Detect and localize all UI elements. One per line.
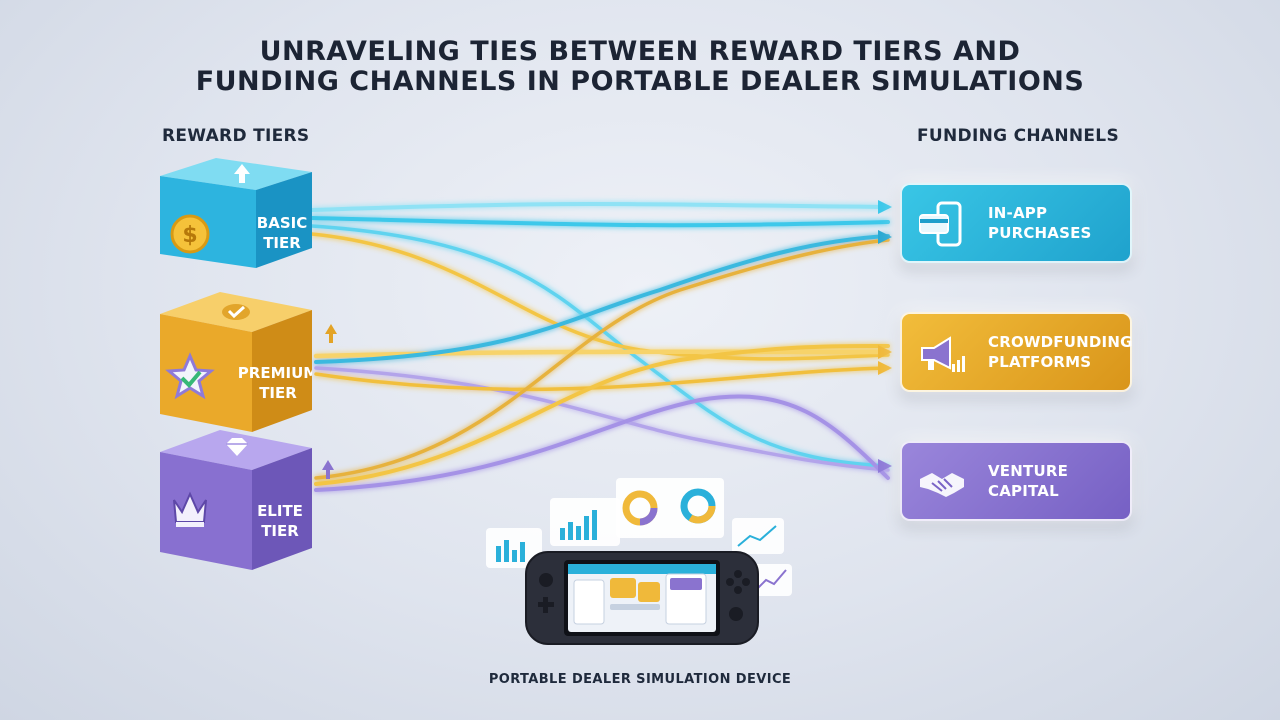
flow-premium-to-crowdfunding-2 <box>314 366 890 392</box>
svg-text:$: $ <box>182 223 197 248</box>
diamond-icon <box>226 438 248 456</box>
basic-tier-cube: $ BASIC TIER <box>160 158 312 268</box>
channel-in-app-line-2: PURCHASES <box>988 224 1092 242</box>
console-body <box>525 551 759 645</box>
flow-elite-to-inapp <box>314 238 890 480</box>
premium-tier-cube: PREMIUM TIER <box>160 292 312 432</box>
up-arrow-elite-icon <box>322 460 334 479</box>
flow-basic-to-inapp-2 <box>310 216 890 228</box>
flow-premium-to-inapp <box>314 234 890 364</box>
handheld-console-icon <box>486 478 792 645</box>
arrowhead-inapp-1 <box>878 200 892 214</box>
handshake-icon <box>920 473 964 497</box>
channel-crowdfunding-platforms: CROWDFUNDING PLATFORMS <box>900 312 1132 392</box>
elite-tier-line-1: ELITE <box>257 502 303 520</box>
arrowhead-venture <box>878 459 892 473</box>
channel-in-app-purchases: IN-APP PURCHASES <box>900 183 1132 263</box>
bar-chart-panel-left <box>486 528 542 568</box>
line-chart-panel-bottom <box>752 564 792 596</box>
arrowhead-inapp-2 <box>878 230 892 244</box>
device-caption: PORTABLE DEALER SIMULATION DEVICE <box>488 672 792 687</box>
phone-card-icon <box>919 201 962 247</box>
premium-tier-line-2: TIER <box>259 384 297 402</box>
basic-tier-line-2: TIER <box>263 234 301 252</box>
premium-tier-line-1: PREMIUM <box>238 364 312 382</box>
flow-premium-to-venture <box>314 366 890 472</box>
crown-icon <box>173 491 207 527</box>
channel-crowdfunding-line-1: CROWDFUNDING <box>988 333 1133 351</box>
flow-elite-to-crowdfunding <box>314 343 890 486</box>
channel-venture-capital: VENTURE CAPITAL <box>900 441 1132 521</box>
page-title-line-1: UNRAVELING TIES BETWEEN REWARD TIERS AND <box>259 36 1021 67</box>
up-arrow-premium-icon <box>325 324 337 343</box>
channel-venture-line-2: CAPITAL <box>988 482 1059 500</box>
star-check-icon <box>165 352 215 400</box>
up-arrow-icon <box>234 164 250 183</box>
channel-crowdfunding-line-2: PLATFORMS <box>988 353 1092 371</box>
bar-chart-panel-center <box>550 498 620 546</box>
flow-basic-to-venture <box>310 224 890 468</box>
reward-tiers-heading: REWARD TIERS <box>162 126 310 146</box>
arrowhead-crowdfunding-2 <box>878 361 892 375</box>
flow-basic-to-inapp <box>310 201 890 212</box>
line-chart-panel-top <box>732 518 784 554</box>
elite-tier-cube: ELITE TIER <box>160 430 312 570</box>
donut-chart-panel <box>616 478 724 538</box>
basic-tier-line-1: BASIC <box>257 214 307 232</box>
arrowhead-crowdfunding-1 <box>878 345 892 359</box>
elite-tier-line-2: TIER <box>261 522 299 540</box>
funding-channels-heading: FUNDING CHANNELS <box>917 126 1119 146</box>
page-title-line-2: FUNDING CHANNELS IN PORTABLE DEALER SIMU… <box>195 66 1085 97</box>
flow-elite-to-venture <box>314 394 890 492</box>
dollar-coin-icon: $ <box>170 214 210 254</box>
channel-venture-line-1: VENTURE <box>988 462 1069 480</box>
megaphone-icon <box>921 336 965 372</box>
channel-in-app-line-1: IN-APP <box>988 204 1048 222</box>
checkmark-icon <box>222 304 250 320</box>
flow-basic-to-crowdfunding <box>310 232 890 361</box>
